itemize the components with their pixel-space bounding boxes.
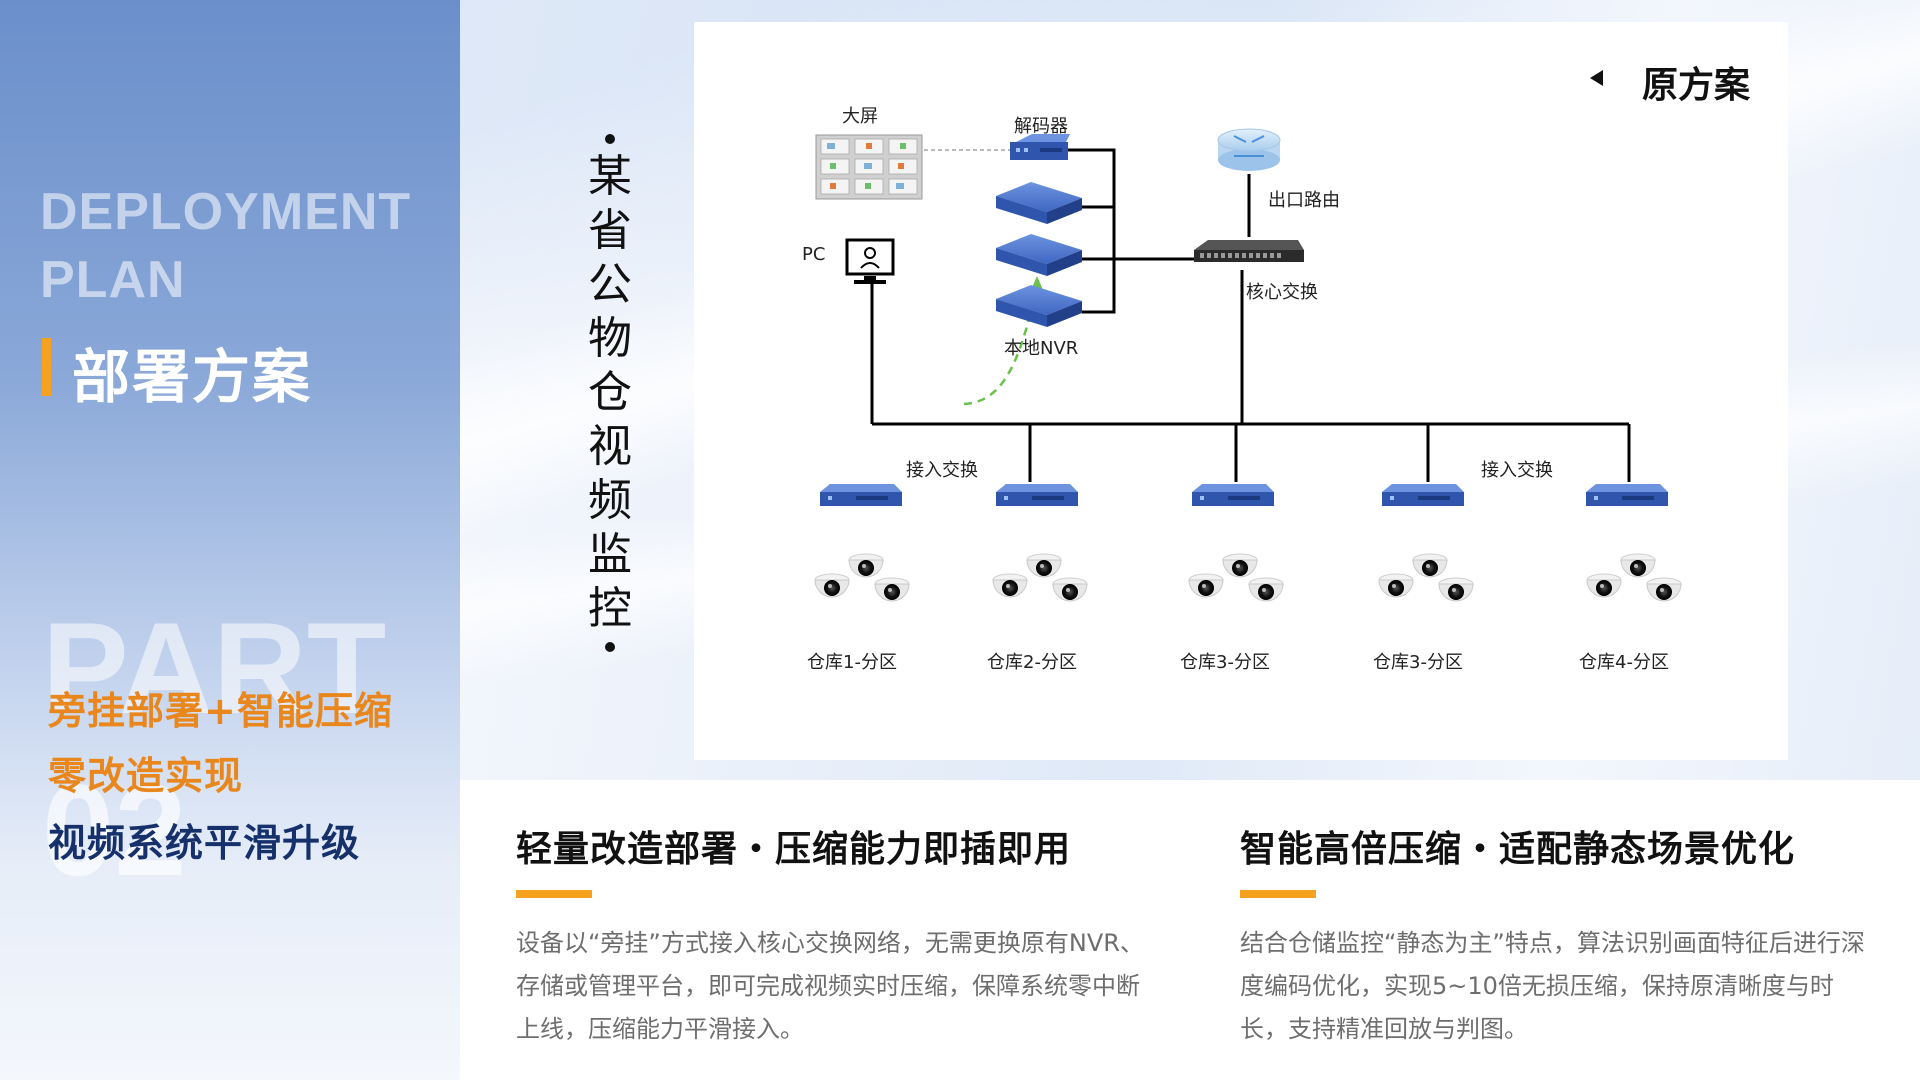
decoder-icon bbox=[1010, 134, 1070, 160]
vertical-title-chars: 某省公物仓视频监控 bbox=[588, 150, 632, 636]
label-router: 出口路由 bbox=[1268, 190, 1340, 211]
camera-group-1 bbox=[814, 553, 910, 602]
part-watermark: PART bbox=[42, 595, 387, 741]
left-panel: DEPLOYMENT PLAN 部署方案 PART 02 旁挂部署+智能压缩 零… bbox=[0, 0, 460, 1080]
vertical-title-char: 控 bbox=[588, 583, 632, 634]
diagram-tag: 原方案 bbox=[1641, 65, 1750, 106]
access-switch-icon-5 bbox=[1586, 484, 1668, 506]
dome-camera-icon bbox=[1248, 577, 1284, 602]
dome-camera-icon bbox=[1412, 553, 1448, 578]
feature-title-2: 智能高倍压缩・适配静态场景优化 bbox=[1240, 829, 1796, 870]
access-switch-icon-2 bbox=[996, 484, 1078, 506]
dome-camera-icon bbox=[1646, 577, 1682, 602]
camera-group-3 bbox=[1188, 553, 1284, 602]
vertical-title-dot-bottom bbox=[605, 642, 615, 652]
camera-group-5 bbox=[1586, 553, 1682, 602]
label-pc: PC bbox=[802, 244, 826, 265]
english-title-line1: DEPLOYMENT bbox=[40, 183, 412, 241]
tag-arrow-icon bbox=[1590, 70, 1603, 86]
dome-camera-icon bbox=[1188, 573, 1224, 598]
english-title-line2: PLAN bbox=[40, 251, 186, 309]
feature-title-1: 轻量改造部署・压缩能力即插即用 bbox=[516, 829, 1072, 870]
slogan-line-2: 零改造实现 bbox=[48, 754, 244, 798]
english-title: DEPLOYMENT PLAN bbox=[40, 178, 460, 314]
dome-camera-icon bbox=[1620, 553, 1656, 578]
label-core-switch: 核心交换 bbox=[1246, 282, 1318, 303]
zone-label-3: 仓库3-分区 bbox=[1180, 652, 1270, 673]
feature-accent-bar-1 bbox=[516, 890, 592, 898]
feature-section: 轻量改造部署・压缩能力即插即用 设备以“旁挂”方式接入核心交换网络，无需更换原有… bbox=[460, 780, 1920, 1080]
nvr-icon-2 bbox=[996, 234, 1082, 276]
router-icon bbox=[1217, 128, 1281, 171]
dome-camera-icon bbox=[1222, 553, 1258, 578]
camera-group-4 bbox=[1378, 553, 1474, 602]
vertical-title-char: 监 bbox=[588, 529, 632, 580]
core-switch-icon bbox=[1194, 240, 1304, 262]
dome-camera-icon bbox=[1052, 577, 1088, 602]
dome-camera-icon bbox=[1378, 573, 1414, 598]
label-big-screen: 大屏 bbox=[842, 106, 878, 127]
dome-camera-icon bbox=[992, 573, 1028, 598]
access-switch-icon-4 bbox=[1382, 484, 1464, 506]
slogan-line-1: 旁挂部署+智能压缩 bbox=[48, 689, 393, 733]
pc-icon bbox=[845, 238, 895, 284]
vertical-title-char: 视 bbox=[588, 421, 632, 472]
camera-group-2 bbox=[992, 553, 1088, 602]
dome-camera-icon bbox=[814, 573, 850, 598]
big-screen-icon bbox=[815, 134, 923, 200]
nvr-icon-1 bbox=[996, 182, 1082, 224]
dome-camera-icon bbox=[1438, 577, 1474, 602]
network-diagram bbox=[814, 128, 1682, 602]
dome-camera-icon bbox=[1586, 573, 1622, 598]
zone-label-4: 仓库3-分区 bbox=[1373, 652, 1463, 673]
zone-label-2: 仓库2-分区 bbox=[987, 652, 1077, 673]
dome-camera-icon bbox=[874, 577, 910, 602]
vertical-title-char: 公 bbox=[588, 259, 632, 310]
title-accent-bar bbox=[42, 338, 51, 396]
vertical-title-char: 省 bbox=[588, 205, 632, 256]
label-access-switch-2: 接入交换 bbox=[1481, 460, 1553, 481]
zone-label-5: 仓库4-分区 bbox=[1579, 652, 1669, 673]
vertical-title-char: 物 bbox=[588, 313, 632, 364]
feature-accent-bar-2 bbox=[1240, 890, 1316, 898]
part-number-watermark: 02 bbox=[42, 757, 187, 903]
slogan-line-3: 视频系统平滑升级 bbox=[48, 821, 361, 865]
vertical-title-char: 仓 bbox=[588, 367, 632, 418]
access-switch-icon-3 bbox=[1192, 484, 1274, 506]
zone-label-1: 仓库1-分区 bbox=[807, 652, 897, 673]
access-switch-icon-1 bbox=[820, 484, 902, 506]
vertical-title-dot-top bbox=[605, 134, 615, 144]
camera-groups bbox=[814, 553, 1682, 602]
label-access-switch-1: 接入交换 bbox=[906, 460, 978, 481]
vertical-title: 某省公物仓视频监控 bbox=[582, 128, 638, 658]
nvr-icon-3 bbox=[996, 285, 1082, 327]
feature-desc-2: 结合仓储监控“静态为主”特点，算法识别画面特征后进行深度编码优化，实现5~10倍… bbox=[1240, 929, 1865, 1043]
network-links bbox=[870, 148, 1631, 482]
label-decoder: 解码器 bbox=[1014, 116, 1068, 137]
section-title: 部署方案 bbox=[72, 343, 313, 411]
network-diagram-card: 原方案 大屏 解码器 出口路由 PC 核心交换 本地NVR 接入交换 接入交换 … bbox=[694, 22, 1788, 760]
vertical-title-char: 频 bbox=[588, 475, 632, 526]
label-nvr: 本地NVR bbox=[1004, 338, 1079, 359]
dome-camera-icon bbox=[1026, 553, 1062, 578]
feature-desc-1: 设备以“旁挂”方式接入核心交换网络，无需更换原有NVR、存储或管理平台，即可完成… bbox=[516, 929, 1144, 1043]
dome-camera-icon bbox=[848, 553, 884, 578]
vertical-title-char: 某 bbox=[588, 151, 632, 202]
